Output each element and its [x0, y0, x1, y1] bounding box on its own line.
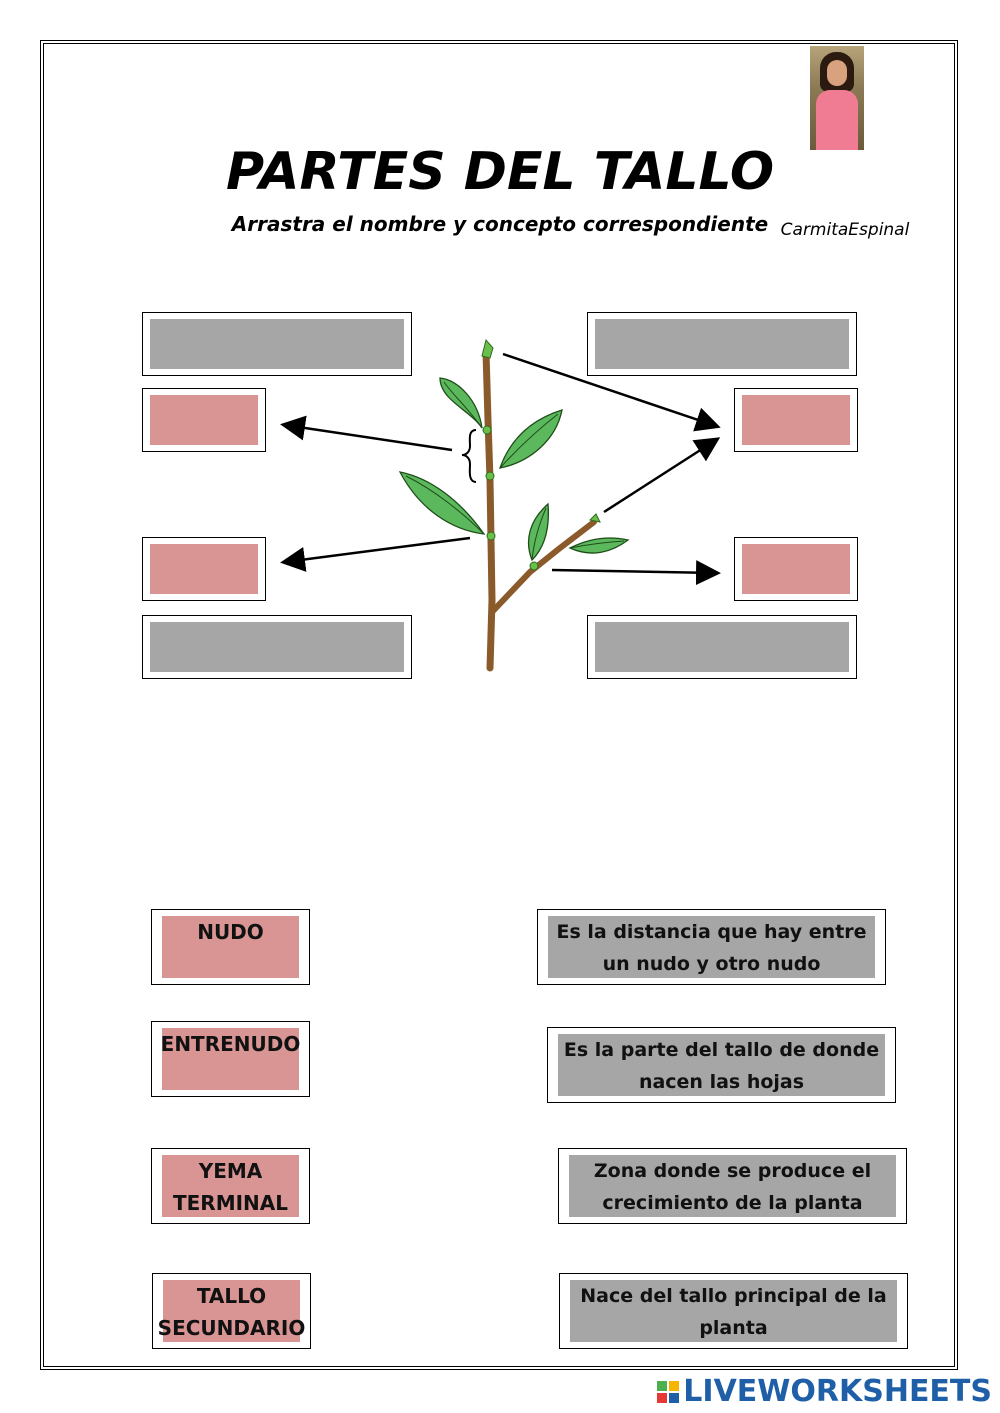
page-subtitle: Arrastra el nombre y concepto correspond…: [231, 212, 769, 236]
arrow-nudo: [280, 536, 471, 572]
plant-diagram: [280, 338, 721, 672]
concept-card-nudo[interactable]: Es la parte del tallo de donde nacen las…: [547, 1027, 896, 1103]
concept-card-text: Es la parte del tallo de donde nacen las…: [558, 1034, 885, 1096]
author-name: CarmitaEspinal: [780, 220, 910, 240]
word-card-label: NUDO: [162, 916, 299, 978]
concept-card-entrenudo[interactable]: Es la distancia que hay entre un nudo y …: [537, 909, 886, 985]
author-photo: [810, 46, 864, 150]
drop-target-concept-bottom-right[interactable]: [587, 615, 857, 679]
leaves: [398, 377, 630, 562]
drop-target-word-yema-terminal[interactable]: [734, 388, 858, 452]
concept-card-yema-terminal[interactable]: Zona donde se produce el crecimiento de …: [558, 1148, 907, 1224]
secondary-stem: [489, 519, 597, 615]
page-title: PARTES DEL TALLO: [225, 142, 775, 202]
worksheet-frame: [40, 40, 958, 1370]
drop-target-concept-top-left[interactable]: [142, 312, 412, 376]
word-card-label: TALLO SECUNDARIO: [158, 1280, 305, 1342]
word-card-yema-terminal[interactable]: YEMA TERMINAL: [151, 1148, 310, 1224]
drop-target-concept-bottom-left[interactable]: [142, 615, 412, 679]
arrow-yema-terminal: [502, 352, 721, 432]
brand-footer[interactable]: LIVEWORKSHEETS: [657, 1374, 992, 1409]
drop-target-word-tallo-secundario[interactable]: [734, 537, 858, 601]
terminal-bud: [481, 338, 494, 359]
internode-brace: [461, 429, 477, 483]
arrow-secundario-upper: [603, 437, 721, 514]
concept-card-text: Nace del tallo principal de la planta: [570, 1280, 897, 1342]
concept-card-tallo-secundario[interactable]: Nace del tallo principal de la planta: [559, 1273, 908, 1349]
word-card-tallo-secundario[interactable]: TALLO SECUNDARIO: [152, 1273, 311, 1349]
drop-target-word-entrenudo[interactable]: [142, 388, 266, 452]
word-card-nudo[interactable]: NUDO: [151, 909, 310, 985]
word-card-entrenudo[interactable]: ENTRENUDO: [151, 1021, 310, 1097]
main-stem: [482, 348, 496, 672]
arrow-entrenudo: [280, 415, 453, 452]
drop-target-concept-top-right[interactable]: [587, 312, 857, 376]
word-card-label: ENTRENUDO: [161, 1028, 300, 1090]
arrow-secundario: [551, 560, 721, 586]
liveworksheets-logo-icon: [657, 1380, 680, 1403]
concept-card-text: Zona donde se produce el crecimiento de …: [569, 1155, 896, 1217]
word-card-label: YEMA TERMINAL: [162, 1155, 299, 1217]
concept-card-text: Es la distancia que hay entre un nudo y …: [548, 916, 875, 978]
brand-text: LIVEWORKSHEETS: [683, 1374, 992, 1409]
drop-target-word-nudo[interactable]: [142, 537, 266, 601]
